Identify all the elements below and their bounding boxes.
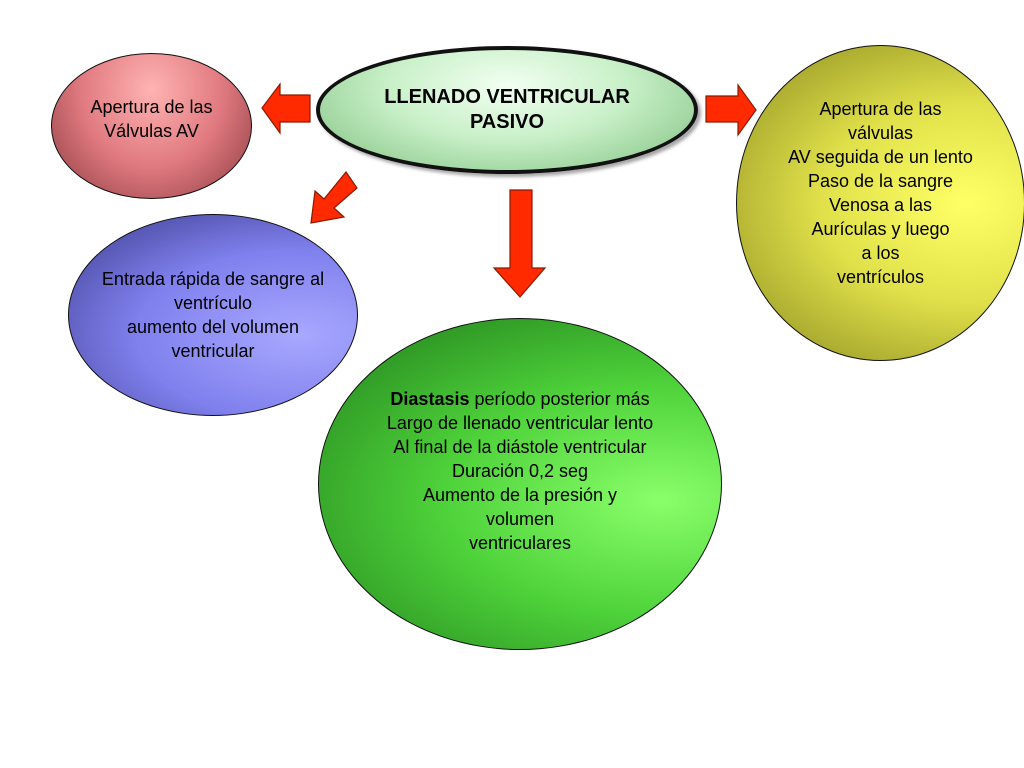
node-center-line: LLENADO VENTRICULAR [384,86,630,108]
node-right-line: Venosa a las [828,195,933,215]
node-left-mid-line: Entrada rápida de sangre al [101,269,325,289]
node-bottom-text: Diastasis período posterior más Largo de… [387,387,653,555]
node-bottom-line: volumen [485,509,555,529]
node-bottom-line: ventriculares [468,533,572,553]
node-left-mid-line: ventricular [171,341,255,361]
arrow-down [492,189,547,298]
node-left-mid-line: ventrículo [173,293,253,313]
node-bottom-line: Largo de llenado ventricular lento [386,413,654,433]
node-left-mid-line: aumento del volumen [126,317,300,337]
node-right-line: Apertura de las [819,99,942,119]
node-apertura-valvulas-av: Apertura de las Válvulas AV [51,53,252,199]
node-center-line: PASIVO [469,111,545,133]
node-right-text: Apertura de las válvulas AV seguida de u… [788,97,973,289]
node-left-top-line: Válvulas AV [104,121,199,141]
diastasis-term: Diastasis [390,389,470,409]
node-bottom-line: Al final de la diástole ventricular [393,437,647,457]
node-apertura-valvulas-detalle: Apertura de las válvulas AV seguida de u… [736,45,1024,361]
node-llenado-ventricular-pasivo: LLENADO VENTRICULAR PASIVO [316,46,698,174]
node-diastasis: Diastasis período posterior más Largo de… [318,318,722,650]
node-left-mid-text: Entrada rápida de sangre al ventrículo a… [102,267,324,363]
node-bottom-line: Duración 0,2 seg [451,461,589,481]
diastasis-definition: período posterior más [469,389,650,409]
node-right-line: Aurículas y luego [811,219,950,239]
node-bottom-first-line: Diastasis período posterior más [387,387,653,411]
node-left-top-text: Apertura de las Válvulas AV [90,95,212,143]
node-right-line: AV seguida de un lento [788,147,973,167]
node-right-line: a los [861,243,900,263]
node-left-top-line: Apertura de las [90,97,213,117]
node-right-line: ventrículos [836,267,925,287]
arrow-left [261,82,311,135]
node-bottom-line: Aumento de la presión y [422,485,618,505]
node-right-line: válvulas [847,123,914,143]
node-right-line: Paso de la sangre [807,171,954,191]
arrow-down-left [310,171,358,224]
node-entrada-rapida-sangre: Entrada rápida de sangre al ventrículo a… [68,214,358,416]
arrow-right [705,83,757,137]
node-center-text: LLENADO VENTRICULAR PASIVO [384,85,630,135]
